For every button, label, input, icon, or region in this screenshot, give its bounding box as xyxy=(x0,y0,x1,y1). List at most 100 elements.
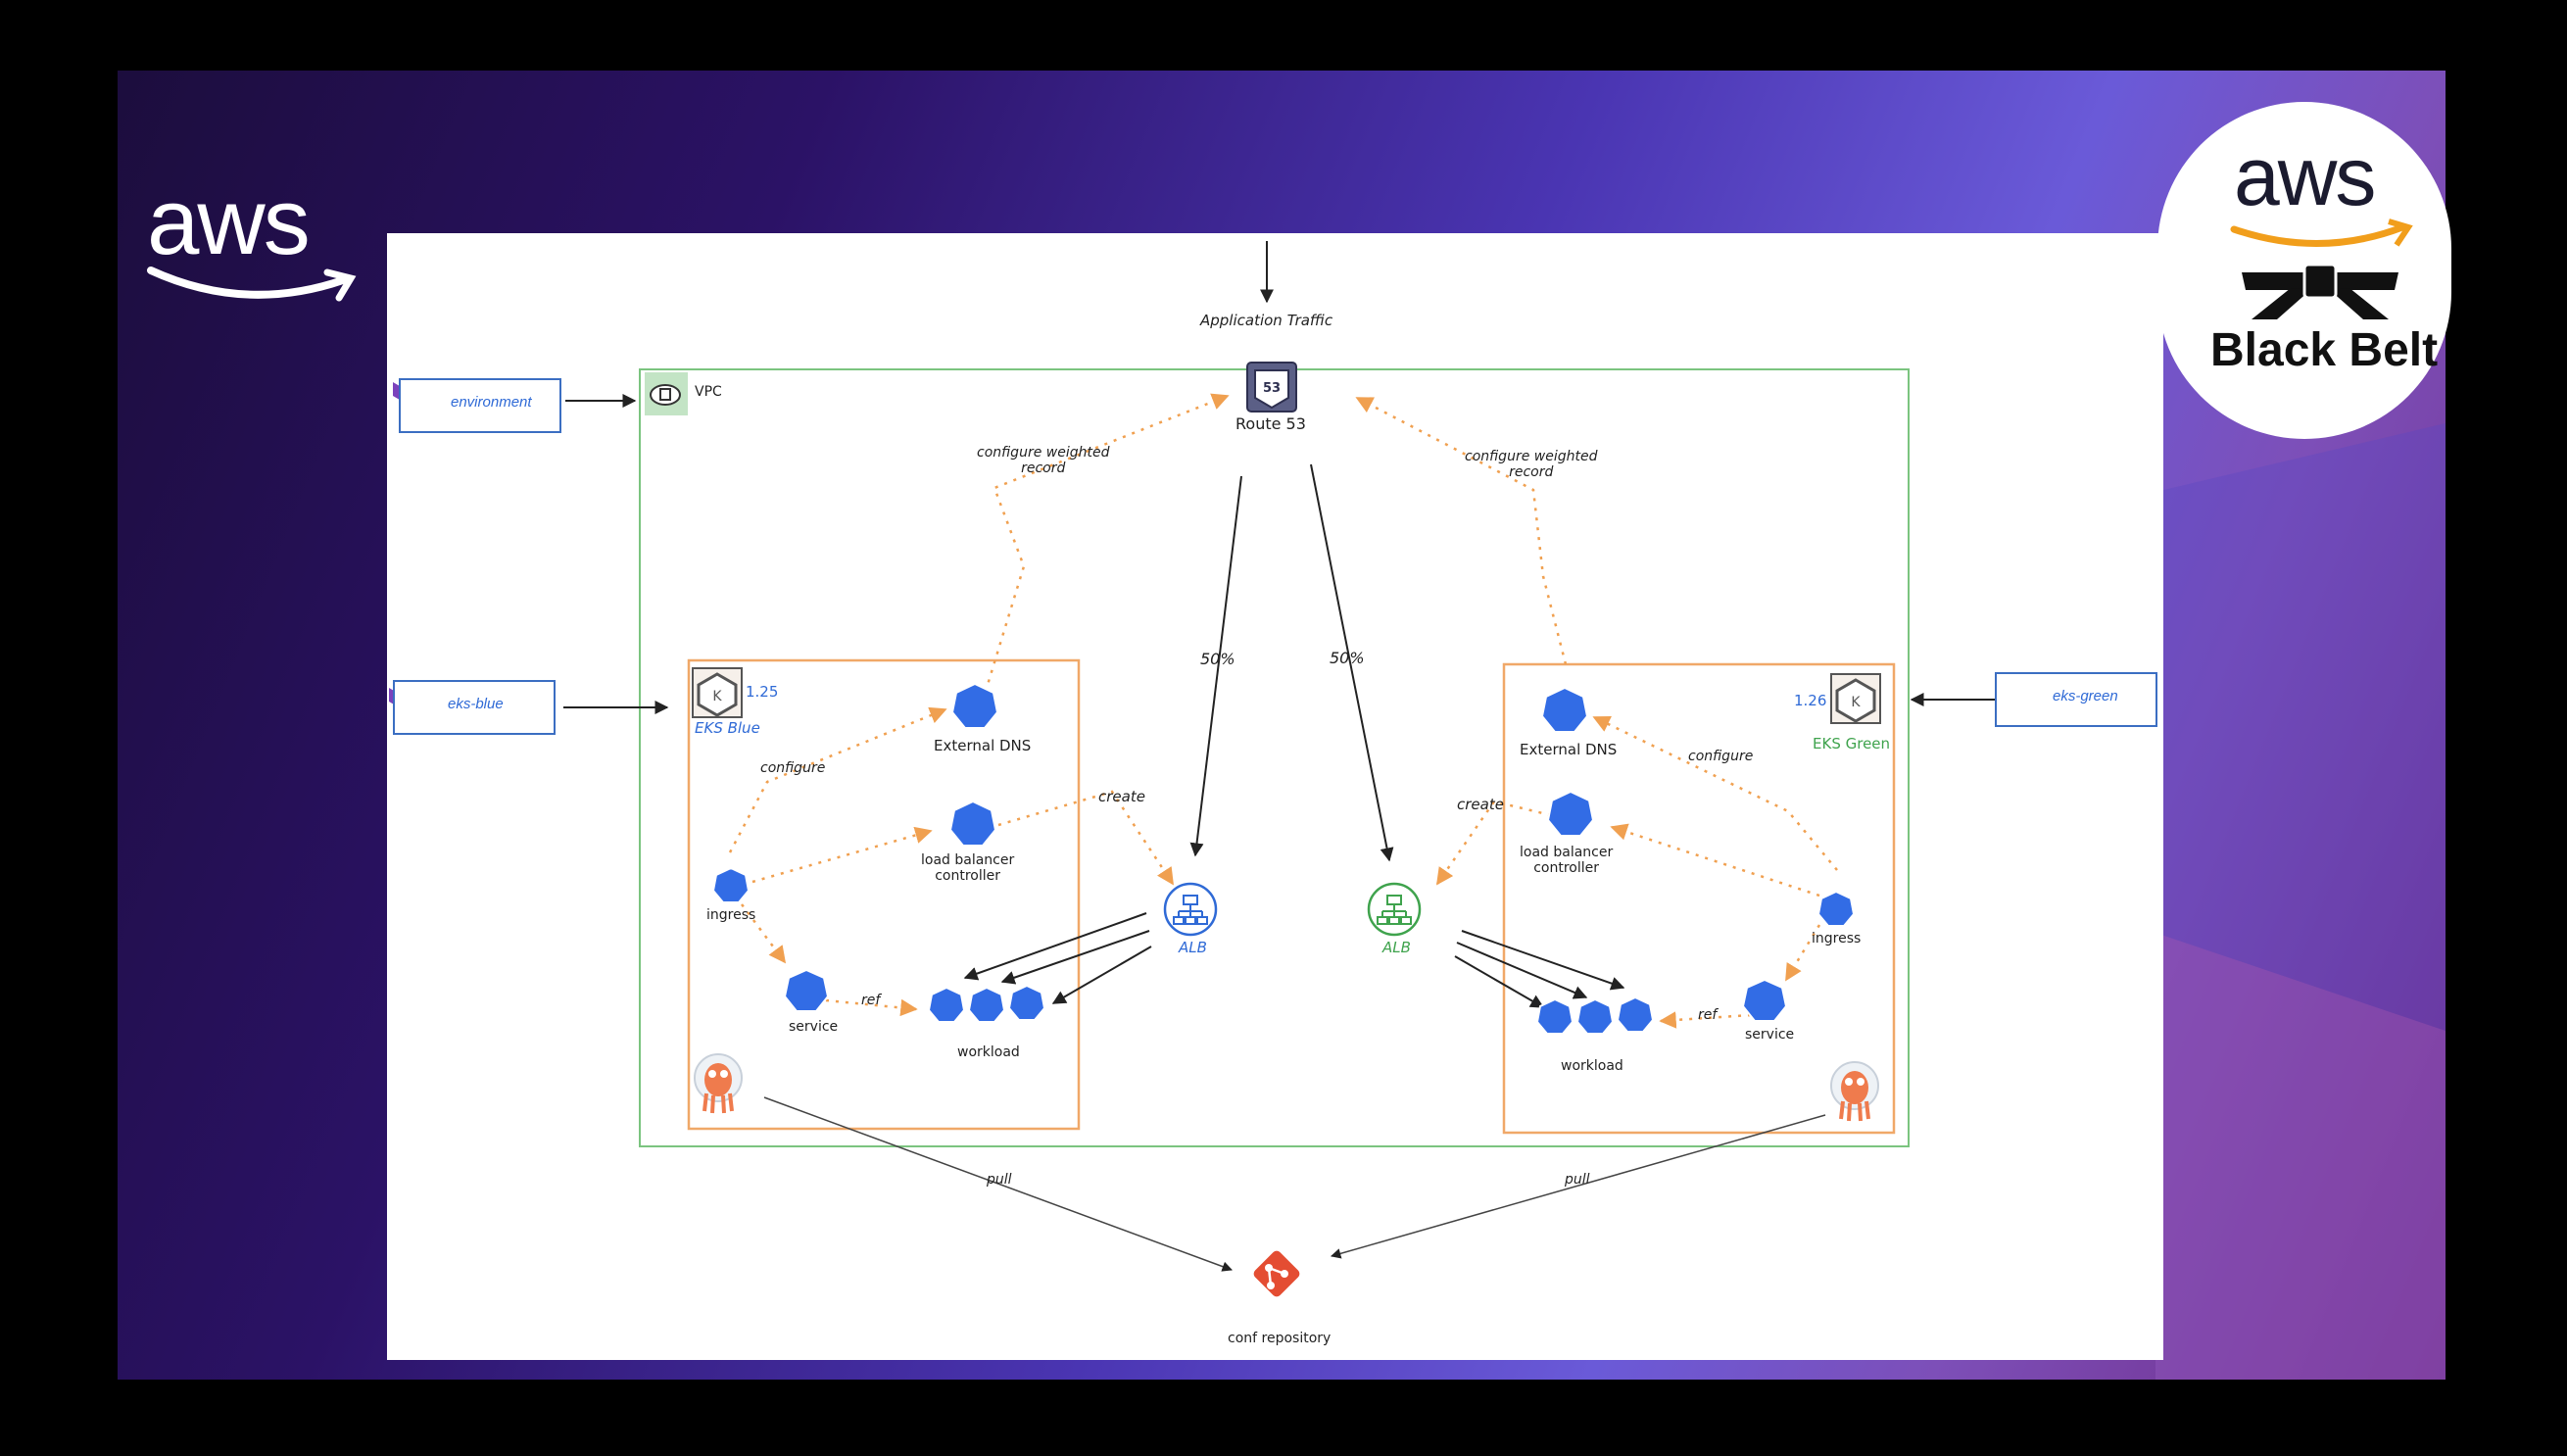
slide-decoration xyxy=(2155,423,2446,1380)
blue-ingress-service-arrow xyxy=(740,903,787,964)
tf-environment-label: environment xyxy=(451,394,532,411)
blue-cluster-label: EKS Blue xyxy=(695,719,760,737)
blue-create-label: create xyxy=(1098,788,1145,805)
route53-icon-label: 53 xyxy=(1263,381,1281,396)
blue-workload-label: workload xyxy=(957,1044,1020,1060)
green-workload-icon-2 xyxy=(1575,997,1615,1035)
green-service-icon xyxy=(1741,978,1788,1022)
blue-weighted-line-2: record xyxy=(1021,461,1066,476)
blue-ingress-label: ingress xyxy=(706,907,756,923)
eks-green-boundary xyxy=(1502,662,1896,1135)
diagram-canvas: 53 K K xyxy=(387,233,2163,1360)
green-external-dns-icon xyxy=(1540,686,1589,733)
blue-weighted-arrow xyxy=(978,393,1230,711)
pull-blue-arrow xyxy=(763,1096,1233,1272)
blue-lbc-line-2: controller xyxy=(935,868,1001,884)
app-traffic-label: Application Traffic xyxy=(1200,312,1333,329)
black-belt-icon xyxy=(2230,218,2413,319)
route53-to-alb-green xyxy=(1310,463,1394,862)
blue-service-icon xyxy=(783,968,830,1012)
badge-aws-logo: aws xyxy=(2234,130,2376,222)
green-ingress-icon xyxy=(1816,890,1856,927)
blue-weighted-label: configure weighted record xyxy=(977,445,1109,476)
green-ingress-service-arrow xyxy=(1784,924,1821,982)
blue-service-label: service xyxy=(789,1019,839,1035)
blue-workload-icon-1 xyxy=(927,986,966,1023)
pull-right-label: pull xyxy=(1565,1172,1590,1188)
alb-blue-workload-3 xyxy=(1051,946,1152,1004)
blue-lbc-label: load balancer controller xyxy=(921,852,1014,884)
green-version-label: 1.26 xyxy=(1794,692,1827,709)
split-right-label: 50% xyxy=(1330,649,1365,667)
route53-to-alb-blue xyxy=(1189,475,1242,857)
alb-blue-workload-2 xyxy=(1000,930,1150,985)
blue-external-dns-icon xyxy=(950,682,999,729)
argo-green-icon xyxy=(1830,1061,1879,1122)
green-workload-label: workload xyxy=(1561,1058,1623,1074)
green-ingress-label: ingress xyxy=(1812,931,1862,946)
blue-configure-label: configure xyxy=(760,760,826,776)
badge-black-belt-text: Black Belt xyxy=(2210,324,2439,376)
alb-green-workload-1 xyxy=(1461,930,1625,991)
green-lbc-icon xyxy=(1546,790,1595,837)
vpc-icon xyxy=(645,372,688,415)
green-external-dns-label: External DNS xyxy=(1520,741,1618,758)
green-ref-label: ref xyxy=(1698,1007,1718,1023)
split-left-label: 50% xyxy=(1200,650,1235,668)
alb-blue-label: ALB xyxy=(1179,939,1207,956)
green-create-label: create xyxy=(1457,796,1504,813)
green-weighted-line-1: configure weighted xyxy=(1465,449,1598,464)
eks-blue-boundary xyxy=(687,658,1081,1131)
tf-blue-box xyxy=(393,680,556,735)
blue-create-arrow xyxy=(997,790,1175,886)
blue-external-dns-label: External DNS xyxy=(934,737,1032,754)
repo-label: conf repository xyxy=(1228,1331,1332,1346)
green-workload-icon-1 xyxy=(1535,997,1574,1035)
green-lbc-line-2: controller xyxy=(1533,860,1600,876)
alb-blue-workload-1 xyxy=(963,912,1147,981)
green-weighted-arrow xyxy=(1355,396,1568,665)
alb-blue-icon xyxy=(1163,882,1218,937)
alb-green-workload-2 xyxy=(1456,942,1588,999)
alb-green-label: ALB xyxy=(1382,939,1411,956)
green-service-label: service xyxy=(1745,1027,1795,1043)
tf-environment-box xyxy=(399,378,561,433)
green-cluster-label: EKS Green xyxy=(1813,735,1891,752)
tf-blue-label: eks-blue xyxy=(448,696,504,712)
k8s-resource-icons xyxy=(711,682,1856,1035)
blue-lbc-line-1: load balancer xyxy=(921,852,1015,868)
blue-configure-arrow xyxy=(728,706,947,853)
svg-text:K: K xyxy=(1851,695,1861,710)
blue-lbc-icon xyxy=(948,800,997,847)
eks-green-icon: K xyxy=(1830,673,1881,724)
tf-green-label: eks-green xyxy=(2053,688,2118,704)
alb-green-workload-3 xyxy=(1454,955,1545,1008)
blue-ingress-icon xyxy=(711,866,751,903)
route53-icon xyxy=(1246,362,1297,413)
alb-green-icon xyxy=(1367,882,1422,937)
blue-version-label: 1.25 xyxy=(746,683,779,701)
svg-text:K: K xyxy=(712,689,722,704)
green-configure-arrow xyxy=(1592,715,1838,871)
tf-green-box xyxy=(1995,672,2157,727)
route53-label: Route 53 xyxy=(1235,414,1306,433)
green-lbc-label: load balancer controller xyxy=(1520,845,1613,876)
argo-blue-icon xyxy=(694,1053,743,1114)
green-weighted-label: configure weighted record xyxy=(1465,449,1597,480)
terraform-icons xyxy=(389,382,2040,732)
git-icon xyxy=(1253,1250,1300,1297)
blue-workload-icon-3 xyxy=(1007,984,1046,1021)
aws-logo-left: aws xyxy=(147,169,311,276)
green-workload-icon-3 xyxy=(1616,995,1655,1033)
green-lbc-line-1: load balancer xyxy=(1520,845,1614,860)
green-weighted-line-2: record xyxy=(1509,464,1554,480)
blue-ref-label: ref xyxy=(861,993,881,1008)
blue-ingress-lbc-arrow xyxy=(751,826,933,884)
blue-workload-icon-2 xyxy=(967,986,1006,1023)
eks-blue-icon: K xyxy=(692,667,743,718)
pull-left-label: pull xyxy=(987,1172,1012,1188)
aws-logo-text: aws xyxy=(147,170,311,274)
diagram-connectors: 53 K K xyxy=(389,241,2040,1297)
green-configure-label: configure xyxy=(1688,749,1754,764)
aws-smile-icon xyxy=(147,267,357,302)
